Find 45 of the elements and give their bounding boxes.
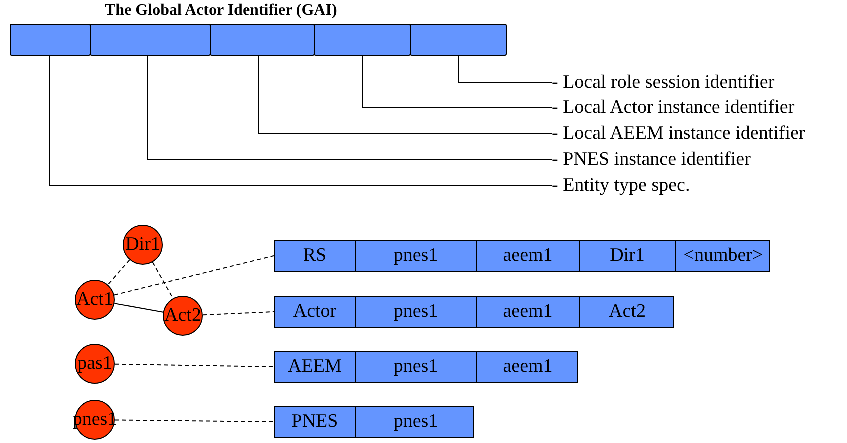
field-cell: aeem1: [476, 352, 579, 382]
leader-line: [148, 56, 552, 160]
field-cell: aeem1: [476, 297, 579, 327]
field-cell: PNES: [275, 407, 355, 437]
field-description: - Local role session identifier: [552, 72, 775, 94]
field-cell: RS: [275, 241, 355, 271]
field-description: - Entity type spec.: [552, 175, 690, 197]
field-cell: pnes1: [355, 241, 476, 271]
field-cell: AEEM: [275, 352, 355, 382]
identifier-bar: [274, 296, 674, 328]
field-segment: [210, 24, 315, 56]
connector-line: [202, 312, 274, 316]
entity-circle: Dir1: [123, 225, 163, 265]
field-segment: [90, 24, 211, 56]
field-description: - Local Actor instance identifier: [552, 97, 795, 119]
connector-line: [114, 303, 164, 313]
field-cell: pnes1: [355, 407, 476, 437]
entity-circle: Act2: [163, 296, 203, 336]
field-segment: [410, 24, 507, 56]
leader-line: [362, 56, 552, 108]
leader-line: [458, 56, 552, 84]
field-cell: Dir1: [579, 241, 675, 271]
connector-line: [114, 364, 274, 368]
identifier-bar: [274, 406, 474, 438]
entity-circle: pas1: [75, 344, 115, 384]
field-segment: [10, 24, 91, 56]
connector-line: [114, 420, 274, 422]
field-cell: Actor: [275, 297, 355, 327]
leader-line: [258, 56, 552, 134]
connector-line: [108, 260, 130, 286]
identifier-bar: [274, 240, 770, 272]
field-description: - PNES instance identifier: [552, 149, 751, 171]
connector-line: [114, 256, 274, 296]
field-cell: pnes1: [355, 297, 476, 327]
field-cell: Act2: [579, 297, 675, 327]
entity-circle: Act1: [75, 280, 115, 320]
connector-line: [152, 262, 174, 300]
field-cell: aeem1: [476, 241, 579, 271]
bar-label: The Global Actor Identifier (GAI): [105, 2, 338, 20]
field-description: - Local AEEM instance identifier: [552, 123, 806, 145]
field-cell: pnes1: [355, 352, 476, 382]
field-segment: [314, 24, 411, 56]
leader-line: [50, 56, 552, 186]
field-cell: <number>: [675, 241, 771, 271]
identifier-bar: [274, 351, 578, 383]
